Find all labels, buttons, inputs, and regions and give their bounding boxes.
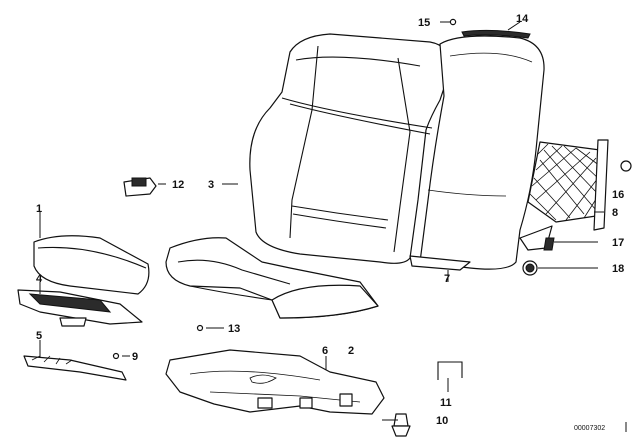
callout-1: 1 [36,203,42,215]
trim-strip [461,29,531,39]
callout-9: 9 [132,351,138,363]
net-pocket [527,139,632,231]
callout-10: 10 [436,415,448,427]
trim-clip [449,18,457,26]
cap-18 [522,260,538,276]
callout-12: 12 [172,179,184,191]
callout-3: 3 [208,179,214,191]
callout-18: 18 [612,263,624,275]
leader-lines [39,21,604,421]
callout-4: 4 [36,273,43,285]
side-pad [33,235,150,295]
callout-14: 14 [516,13,529,25]
callout-2: 2 [348,345,354,357]
callout-11: 11 [440,397,452,409]
u-clip [437,361,463,380]
callout-16: 16 [612,189,624,201]
rail-5 [23,355,127,381]
callout-17: 17 [612,237,624,249]
callout-15: 15 [418,17,430,29]
backrest-rear-panel [409,35,545,271]
callout-13: 13 [228,323,240,335]
callout-7: 7 [444,273,450,285]
screw-13 [196,324,204,332]
seat-cushion [165,237,379,319]
clip-12 [123,177,157,197]
callout-6: 6 [322,345,328,357]
callout-5: 5 [36,330,42,342]
backrest-cover [249,33,451,264]
callout-labels: 1 2 3 4 5 6 7 8 9 10 11 12 13 14 15 16 1… [36,13,624,427]
trim-panel [17,289,143,327]
seat-frame [165,349,385,415]
push-fastener [391,413,411,437]
screw-9 [112,352,120,360]
callout-8: 8 [612,207,618,219]
document-id: 00007302 [574,425,605,432]
